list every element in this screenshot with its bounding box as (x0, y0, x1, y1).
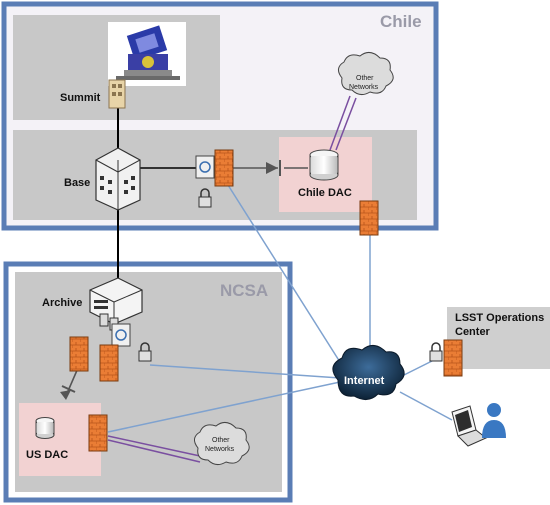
other-networks-label: Networks (349, 84, 379, 91)
lock-icon (138, 342, 152, 362)
cloud-icon (194, 422, 250, 466)
ncsa-region-title: NCSA (220, 281, 268, 300)
database-icon (35, 417, 55, 439)
firewall-icon (359, 200, 379, 236)
firewall-icon (214, 149, 234, 187)
archive-label: Archive (42, 297, 82, 309)
ops-center-label: LSST Operations (455, 312, 544, 324)
lock-icon (198, 188, 212, 208)
other-networks-label: Other (212, 437, 230, 444)
firewall-icon (99, 344, 119, 382)
internet-cloud-icon (332, 345, 405, 400)
other-networks-label: Networks (205, 446, 235, 453)
user-icon (482, 403, 506, 438)
connections (60, 95, 453, 463)
firewall-icon (443, 339, 463, 377)
chile-region-title: Chile (380, 12, 422, 31)
other-networks-label: Other (356, 75, 374, 82)
lock-icon (429, 342, 443, 362)
base-label: Base (64, 177, 90, 189)
summit-label: Summit (60, 92, 101, 104)
telescope-photo (108, 22, 186, 86)
internet-label: Internet (344, 375, 385, 387)
laptop-icon (451, 405, 487, 447)
summit-icon (108, 79, 126, 109)
firewall-icon (69, 336, 89, 372)
ops-center-label: Center (455, 326, 491, 338)
us-dac-zone (19, 403, 101, 476)
cloud-icon (338, 52, 394, 96)
firewall-icon (88, 414, 108, 452)
base-building-icon (95, 147, 141, 211)
ops-center-zone (447, 307, 550, 369)
us-dac-label: US DAC (26, 449, 68, 461)
chile-dac-label: Chile DAC (298, 187, 352, 199)
router-icon (111, 323, 131, 347)
router-icon (195, 155, 215, 179)
database-icon (309, 149, 339, 181)
